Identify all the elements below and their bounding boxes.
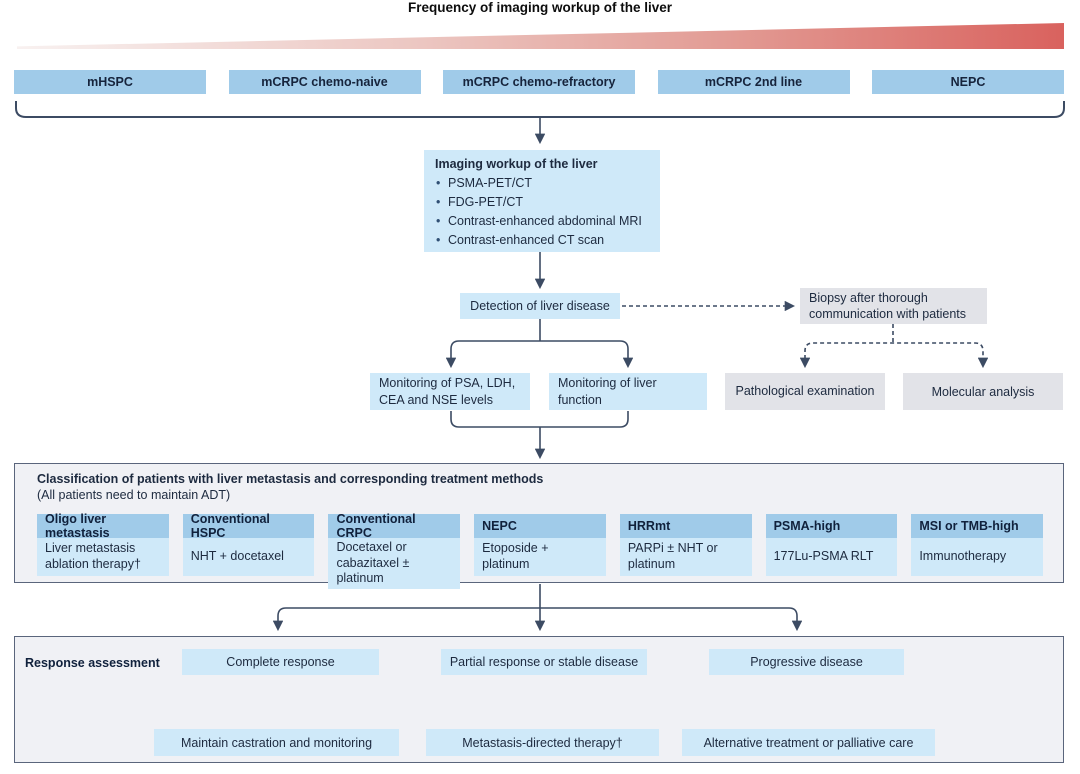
stage-mcrpc-chemo-refractory: mCRPC chemo-refractory bbox=[443, 70, 635, 94]
monitoring-liver-function-box: Monitoring of liver function bbox=[549, 373, 707, 410]
column-hrrmt: HRRmt PARPi ± NHT or platinum bbox=[619, 514, 752, 576]
imaging-item-mri: Contrast-enhanced abdominal MRI bbox=[436, 212, 649, 231]
classification-title-block: Classification of patients with liver me… bbox=[37, 471, 1037, 503]
outcome-progressive-disease: Progressive disease bbox=[709, 649, 904, 675]
pathological-examination-box: Pathological examination bbox=[725, 373, 885, 410]
column-header: Conventional HSPC bbox=[182, 512, 315, 540]
classification-title: Classification of patients with liver me… bbox=[37, 472, 544, 486]
imaging-item-fdg-pet-ct: FDG-PET/CT bbox=[436, 193, 649, 212]
outcome-complete-response: Complete response bbox=[182, 649, 379, 675]
biopsy-box: Biopsy after thorough communication with… bbox=[800, 288, 987, 324]
connector-biopsy-split-dashed bbox=[799, 342, 989, 369]
classification-subtitle: (All patients need to maintain ADT) bbox=[37, 488, 231, 502]
column-psma-high: PSMA-high 177Lu-PSMA RLT bbox=[765, 514, 898, 576]
response-assessment-panel: Response assessment Complete response Pa… bbox=[14, 636, 1064, 763]
outcome-partial-or-stable: Partial response or stable disease bbox=[441, 649, 647, 675]
column-msi-tmb-high: MSI or TMB-high Immunotherapy bbox=[911, 514, 1044, 576]
column-header: Oligo liver metastasis bbox=[37, 512, 169, 540]
imaging-workup-box: Imaging workup of the liver PSMA-PET/CT … bbox=[424, 150, 660, 252]
detection-of-liver-disease-box: Detection of liver disease bbox=[460, 293, 620, 319]
column-header: HRRmt bbox=[619, 514, 752, 538]
imaging-workup-title: Imaging workup of the liver bbox=[435, 157, 598, 171]
imaging-workup-list: PSMA-PET/CT FDG-PET/CT Contrast-enhanced… bbox=[435, 174, 649, 250]
column-header: PSMA-high bbox=[765, 514, 898, 538]
classification-panel: Classification of patients with liver me… bbox=[14, 463, 1064, 589]
action-maintain-castration: Maintain castration and monitoring bbox=[154, 729, 399, 756]
column-header: Conventional CRPC bbox=[328, 512, 461, 540]
column-conventional-crpc: Conventional CRPC Docetaxel or cabazitax… bbox=[328, 512, 461, 589]
action-metastasis-directed-therapy: Metastasis-directed therapy† bbox=[426, 729, 659, 756]
classification-columns: Oligo liver metastasis Liver metastasis … bbox=[37, 512, 1044, 589]
connector-monitoring-merge bbox=[450, 411, 629, 428]
column-treatment: PARPi ± NHT or platinum bbox=[619, 538, 752, 576]
column-treatment: Docetaxel or cabazitaxel ± platinum bbox=[328, 538, 461, 589]
action-alternative-or-palliative: Alternative treatment or palliative care bbox=[682, 729, 935, 756]
imaging-item-psma-pet-ct: PSMA-PET/CT bbox=[436, 174, 649, 193]
stage-row: mHSPC mCRPC chemo-naive mCRPC chemo-refr… bbox=[14, 70, 1064, 94]
stage-mcrpc-chemo-naive: mCRPC chemo-naive bbox=[228, 70, 421, 94]
column-nepc: NEPC Etoposide + platinum bbox=[474, 514, 606, 576]
monitoring-markers-box: Monitoring of PSA, LDH, CEA and NSE leve… bbox=[370, 373, 530, 410]
stage-mcrpc-2nd-line: mCRPC 2nd line bbox=[657, 70, 850, 94]
column-oligo-liver-metastasis: Oligo liver metastasis Liver metastasis … bbox=[37, 512, 169, 576]
connector-detection-split bbox=[445, 340, 634, 369]
stage-mhspc: mHSPC bbox=[14, 70, 206, 94]
column-treatment: Immunotherapy bbox=[911, 538, 1044, 576]
stage-nepc: NEPC bbox=[872, 70, 1064, 94]
connector-classification-split bbox=[272, 607, 803, 632]
figure-title: Frequency of imaging workup of the liver bbox=[407, 0, 673, 15]
column-treatment: 177Lu-PSMA RLT bbox=[765, 538, 898, 576]
column-header: MSI or TMB-high bbox=[911, 514, 1044, 538]
molecular-analysis-box: Molecular analysis bbox=[903, 373, 1063, 410]
connector-stages-bracket bbox=[15, 101, 1065, 118]
column-treatment: NHT + docetaxel bbox=[182, 538, 315, 576]
imaging-item-ct-scan: Contrast-enhanced CT scan bbox=[436, 231, 649, 250]
column-treatment: Liver metastasis ablation therapy† bbox=[37, 538, 169, 576]
column-conventional-hspc: Conventional HSPC NHT + docetaxel bbox=[182, 512, 315, 576]
column-treatment: Etoposide + platinum bbox=[474, 538, 606, 576]
column-header: NEPC bbox=[474, 514, 606, 538]
pathological-examination-label: Pathological examination bbox=[735, 384, 875, 399]
response-assessment-label: Response assessment bbox=[25, 656, 160, 670]
